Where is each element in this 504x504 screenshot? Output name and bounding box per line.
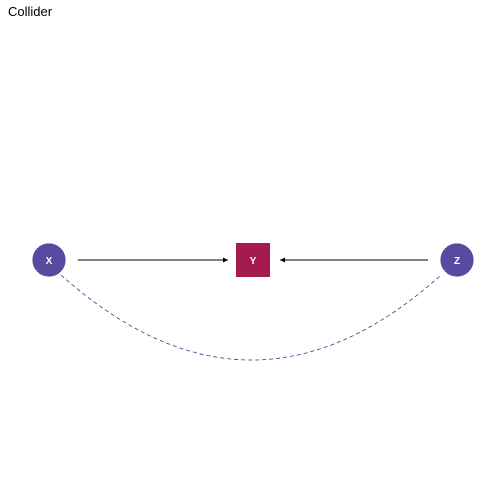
node-z-circle <box>439 242 475 278</box>
node-y: Y <box>236 243 270 277</box>
node-x-circle <box>31 242 67 278</box>
diagram-title: Collider <box>8 4 53 19</box>
node-y-label: Y <box>250 256 257 267</box>
association-edge-x-z <box>60 274 442 361</box>
node-z-label: Z <box>454 256 460 267</box>
node-y-square <box>236 243 270 277</box>
node-z: Z <box>439 242 475 278</box>
node-x-label: X <box>46 256 53 267</box>
node-x: X <box>31 242 67 278</box>
